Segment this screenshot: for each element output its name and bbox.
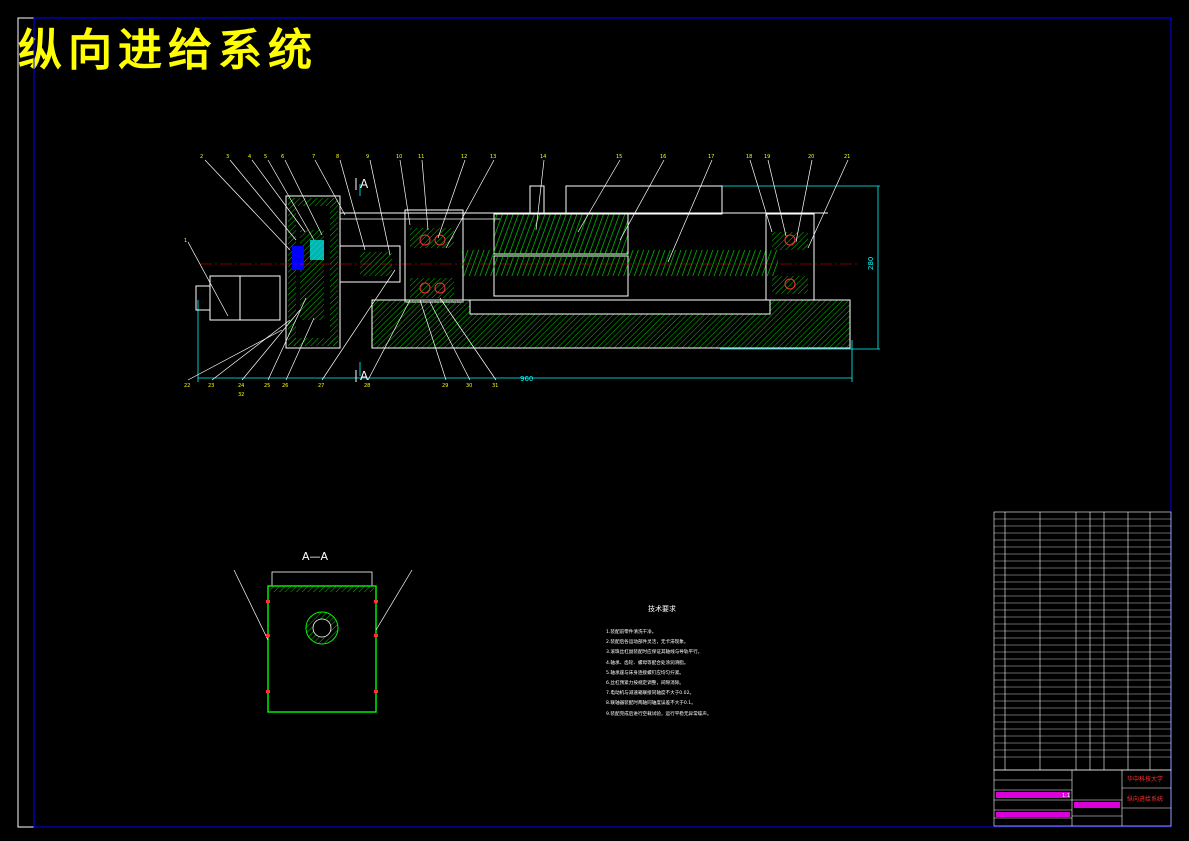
section-mark-bottom: A: [360, 369, 369, 383]
balloon-labels-top: 2 3 4 5 6 7 8 9 10 11 12 13 14 15 16 17 …: [184, 154, 850, 244]
balloon-6: 6: [281, 154, 284, 160]
balloon-3: 3: [226, 154, 229, 160]
svg-text:960: 960: [520, 375, 533, 383]
bearing-housing: [404, 209, 464, 303]
title-block-school: 华中科技大学: [1127, 775, 1163, 783]
balloon-25: 25: [264, 383, 270, 389]
title-block-drawing-name: 纵向进给系统: [1127, 795, 1163, 803]
motor: [195, 275, 281, 321]
balloon-27: 27: [318, 383, 324, 389]
parts-list-rows: [994, 518, 1171, 758]
tech-notes-title: 技术要求: [648, 605, 676, 613]
balloon-21: 21: [844, 154, 850, 160]
tech-note: 5.轴承座与床身连接螺钉应均匀拧紧。: [606, 670, 684, 676]
ball-nut: [493, 185, 723, 297]
balloon-15: 15: [616, 154, 622, 160]
title-block-scale: 1:1: [1062, 793, 1070, 799]
tech-note: 9.装配完成后进行空载试验，运行平稳无异常噪声。: [606, 711, 712, 717]
balloon-29: 29: [442, 383, 448, 389]
balloon-24: 24: [238, 383, 244, 389]
balloon-2: 2: [200, 154, 203, 160]
balloon-labels-bottom: 22 23 24 25 26 27 28 29 30 31 32: [184, 383, 498, 398]
ball-screw: [462, 250, 778, 276]
balloon-26: 26: [282, 383, 288, 389]
tech-note: 2.装配后各运动部件灵活，无卡滞现象。: [606, 640, 689, 646]
tech-note: 8.联轴器装配时两轴同轴度误差不大于0.1。: [606, 701, 696, 707]
balloon-8: 8: [336, 154, 339, 160]
svg-text:280: 280: [867, 257, 875, 270]
drawing-title: 纵向进给系统: [18, 25, 318, 76]
outer-frame: [17, 17, 1172, 828]
balloon-5: 5: [264, 154, 267, 160]
balloon-23: 23: [208, 383, 214, 389]
balloon-11: 11: [418, 154, 424, 160]
tech-note: 6.丝杠预紧力按规定调整，间隙消除。: [606, 681, 684, 687]
balloon-22: 22: [184, 383, 190, 389]
tech-notes: 1.装配前零件清洗干净。 2.装配后各运动部件灵活，无卡滞现象。 3.滚珠丝杠副…: [606, 628, 711, 720]
balloon-16: 16: [660, 154, 666, 160]
section-mark-top: A: [360, 177, 369, 191]
section-label: A—A: [302, 550, 329, 563]
balloon-1: 1: [184, 238, 187, 244]
balloon-19: 19: [764, 154, 770, 160]
tech-note: 1.装配前零件清洗干净。: [606, 630, 657, 635]
balloon-14: 14: [540, 154, 546, 160]
gearbox: [285, 195, 341, 349]
leader-lines: [187, 159, 849, 381]
dimension-lines: [197, 184, 880, 382]
balloon-10: 10: [396, 154, 402, 160]
section-view-a-a: A—A: [233, 550, 413, 713]
balloon-12: 12: [461, 154, 467, 160]
tech-note: 7.电动机与减速箱联接同轴度不大于0.02。: [606, 691, 695, 697]
balloon-30: 30: [466, 383, 472, 389]
parts-list: [993, 511, 1172, 771]
balloon-7: 7: [312, 154, 315, 160]
balloon-20: 20: [808, 154, 814, 160]
inner-frame: [33, 17, 1172, 828]
balloon-4: 4: [248, 154, 251, 160]
balloon-17: 17: [708, 154, 714, 160]
tech-note: 4.轴承、齿轮、螺母等配合处涂润滑脂。: [606, 660, 689, 666]
balloon-28: 28: [364, 383, 370, 389]
balloon-31: 31: [492, 383, 498, 389]
balloon-9: 9: [366, 154, 369, 160]
machine-bed: [371, 299, 851, 349]
balloon-18: 18: [746, 154, 752, 160]
title-block: [993, 769, 1172, 827]
balloon-32: 32: [238, 392, 244, 398]
balloon-13: 13: [490, 154, 496, 160]
tech-note: 3.滚珠丝杠副装配时应保证其轴线与导轨平行。: [606, 650, 703, 656]
title-block-magenta: [996, 792, 1120, 817]
